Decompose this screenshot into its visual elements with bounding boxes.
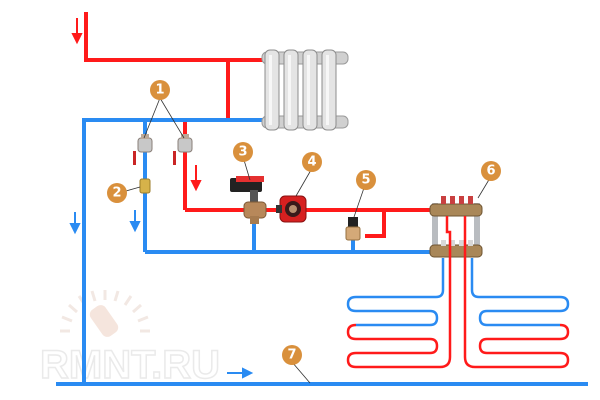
bypass-loop-pipe [365,210,386,238]
callout-5-label: 5 [361,173,370,188]
callout-6: 6 [481,161,501,181]
ball-valve-icon [133,134,153,165]
mixing-valve-icon [230,176,267,224]
callout-4-label: 4 [307,155,316,170]
callout-5: 5 [356,170,376,190]
coupling-icon [139,178,151,194]
leader-lines [125,97,491,384]
callout-3-label: 3 [238,145,247,160]
manifold-icon [429,196,483,258]
bypass-valve-icon [345,217,361,241]
watermark-text: RMNT.RU [40,343,220,387]
arrow-down-icon [190,165,202,192]
watermark-sunburst-icon [60,290,150,333]
callout-7-label: 7 [287,348,296,363]
callout-3: 3 [233,142,253,162]
supply-inlet-pipe [84,12,265,62]
floor-loop-left [346,216,452,369]
callout-6-label: 6 [486,164,495,179]
arrow-down-icon [69,212,81,235]
floor-loop-right [463,216,570,369]
watermark-roller-icon [89,305,119,337]
callout-1: 1 [150,80,170,100]
callout-7: 7 [282,345,302,365]
flow-arrows [69,18,254,379]
ball-valve-icon [173,134,193,165]
watermark: RMNT.RU [39,290,221,388]
callout-2: 2 [107,183,127,203]
radiator-icon [261,49,349,131]
arrow-right-icon [227,367,254,379]
arrow-down-icon [71,18,83,45]
circulation-pump-icon [276,195,307,223]
arrow-down-icon [129,210,141,233]
callout-4: 4 [302,152,322,172]
callout-2-label: 2 [112,186,121,201]
callout-1-label: 1 [155,83,164,98]
